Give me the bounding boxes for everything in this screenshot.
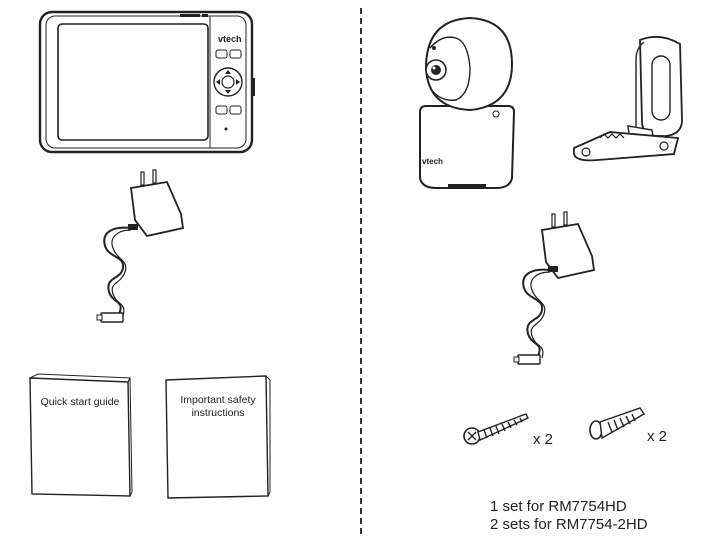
wall-anchor-illustration — [589, 407, 645, 440]
camera-power-adapter-illustration — [513, 211, 596, 365]
camera-brand-logo: vtech — [422, 157, 443, 166]
set-note-line2: 2 sets for RM7754-2HD — [490, 516, 648, 533]
quick-start-booklet — [29, 373, 133, 497]
anchor-quantity: x 2 — [647, 428, 668, 445]
monitor-brand-logo: vtech — [218, 34, 242, 44]
safety-instructions-label: Important safety instructions — [166, 394, 270, 420]
safety-label-line2: instructions — [191, 407, 245, 419]
section-divider — [360, 8, 362, 534]
screw-illustration — [463, 413, 529, 445]
monitor-power-adapter-illustration — [96, 169, 185, 323]
parent-monitor-illustration: vtech — [38, 10, 255, 154]
baby-camera-illustration: vtech — [419, 16, 516, 189]
safety-instructions-booklet — [165, 375, 271, 499]
wall-mount-bracket-illustration — [573, 35, 683, 162]
screw-quantity: x 2 — [533, 431, 554, 448]
safety-label-line1: Important safety — [180, 394, 256, 406]
set-quantity-note: 1 set for RM7754HD 2 sets for RM7754-2HD — [490, 498, 648, 534]
set-note-line1: 1 set for RM7754HD — [490, 498, 627, 515]
quick-start-label: Quick start guide — [40, 396, 120, 408]
